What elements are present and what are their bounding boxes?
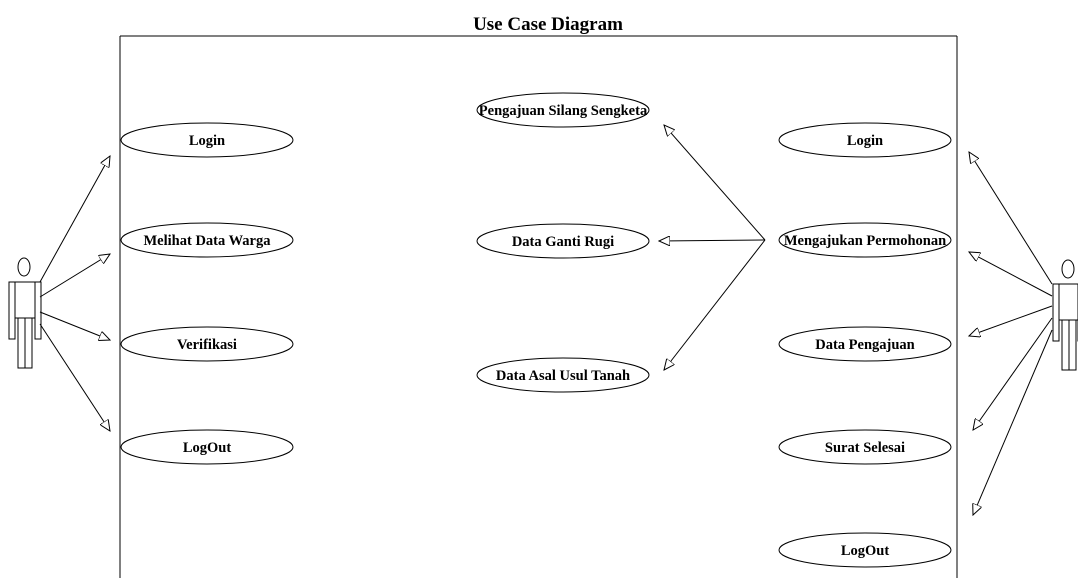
use-case-label: Data Ganti Rugi [512, 234, 614, 250]
use-case-label: LogOut [841, 543, 890, 559]
use-case-label: Verifikasi [177, 337, 237, 353]
use-case-login-left[interactable]: Login [120, 122, 294, 158]
use-case-data-pengajuan[interactable]: Data Pengajuan [778, 326, 952, 362]
include-associations [659, 125, 766, 370]
use-case-label: Login [847, 133, 883, 149]
diagram-title: Use Case Diagram [473, 14, 623, 35]
use-case-label: Pengajuan Silang Sengketa [479, 103, 648, 119]
use-case-logout-left[interactable]: LogOut [120, 429, 294, 465]
use-case-pengajuan-silang-sengketa[interactable]: Pengajuan Silang Sengketa [476, 92, 650, 128]
use-case-label: Data Pengajuan [815, 337, 915, 353]
use-case-data-asal-usul-tanah[interactable]: Data Asal Usul Tanah [476, 357, 650, 393]
actor-left-icon [8, 257, 42, 369]
use-case-label: Data Asal Usul Tanah [496, 368, 630, 384]
use-case-label: Surat Selesai [825, 440, 905, 456]
use-case-mengajukan-permohonan[interactable]: Mengajukan Permohonan [778, 222, 952, 258]
use-case-login-right[interactable]: Login [778, 122, 952, 158]
left-associations [39, 156, 110, 431]
right-associations [969, 152, 1053, 515]
use-case-label: Mengajukan Permohonan [784, 233, 946, 249]
use-case-label: LogOut [183, 440, 232, 456]
use-case-data-ganti-rugi[interactable]: Data Ganti Rugi [476, 223, 650, 259]
use-case-melihat-data-warga[interactable]: Melihat Data Warga [120, 222, 294, 258]
actor-right-icon [1052, 259, 1078, 371]
use-case-verifikasi[interactable]: Verifikasi [120, 326, 294, 362]
use-case-label: Melihat Data Warga [144, 233, 272, 249]
use-case-logout-right[interactable]: LogOut [778, 532, 952, 568]
system-boundary [119, 35, 958, 578]
use-case-surat-selesai[interactable]: Surat Selesai [778, 429, 952, 465]
use-case-label: Login [189, 133, 225, 149]
